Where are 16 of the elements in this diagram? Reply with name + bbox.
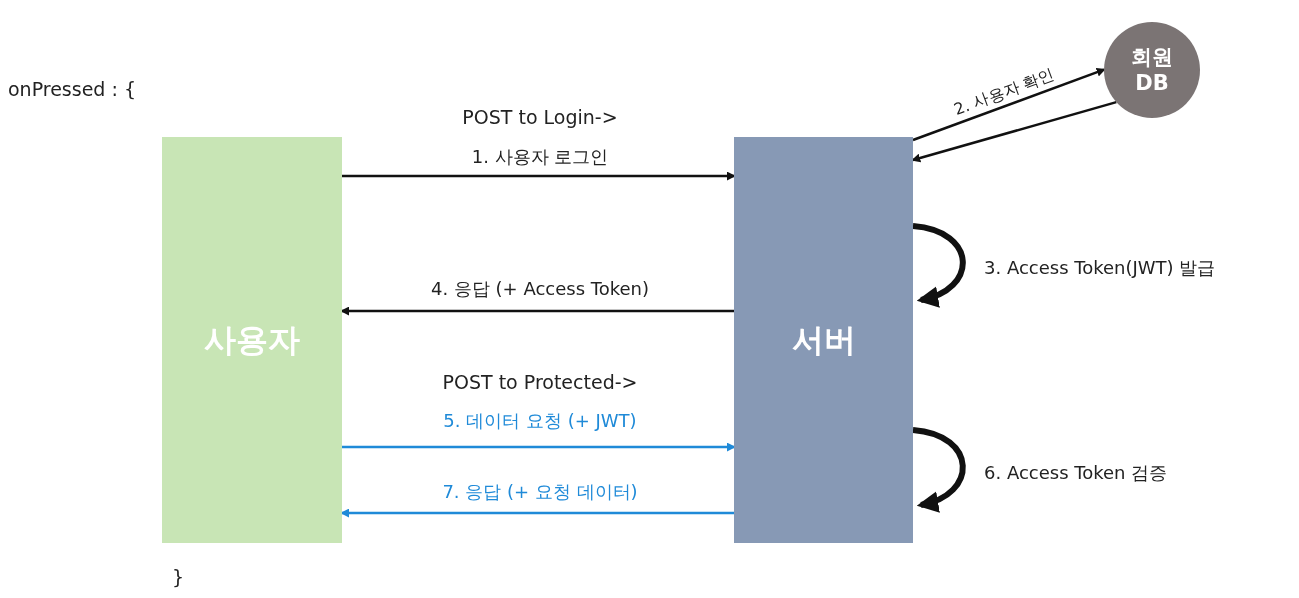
edge-label: 2. 사용자 확인 [949,63,1058,120]
curved-arrow [912,223,966,306]
edge-label: 4. 응답 (+ Access Token) [429,278,651,300]
process-box [162,137,342,543]
curved-arrow [912,427,966,511]
code-text: } [172,566,185,588]
code-text: onPressed : { [8,78,136,100]
arrow [342,171,736,181]
code-text: POST to Protected-> [442,371,638,393]
node-label: 서버 [791,320,856,360]
arrow [342,442,736,452]
node-label: 회원 DB [1130,43,1174,97]
code-text: POST to Login-> [462,106,618,128]
node-label: 사용자 [204,320,300,360]
process-box [734,137,913,543]
arrow [912,67,1106,142]
